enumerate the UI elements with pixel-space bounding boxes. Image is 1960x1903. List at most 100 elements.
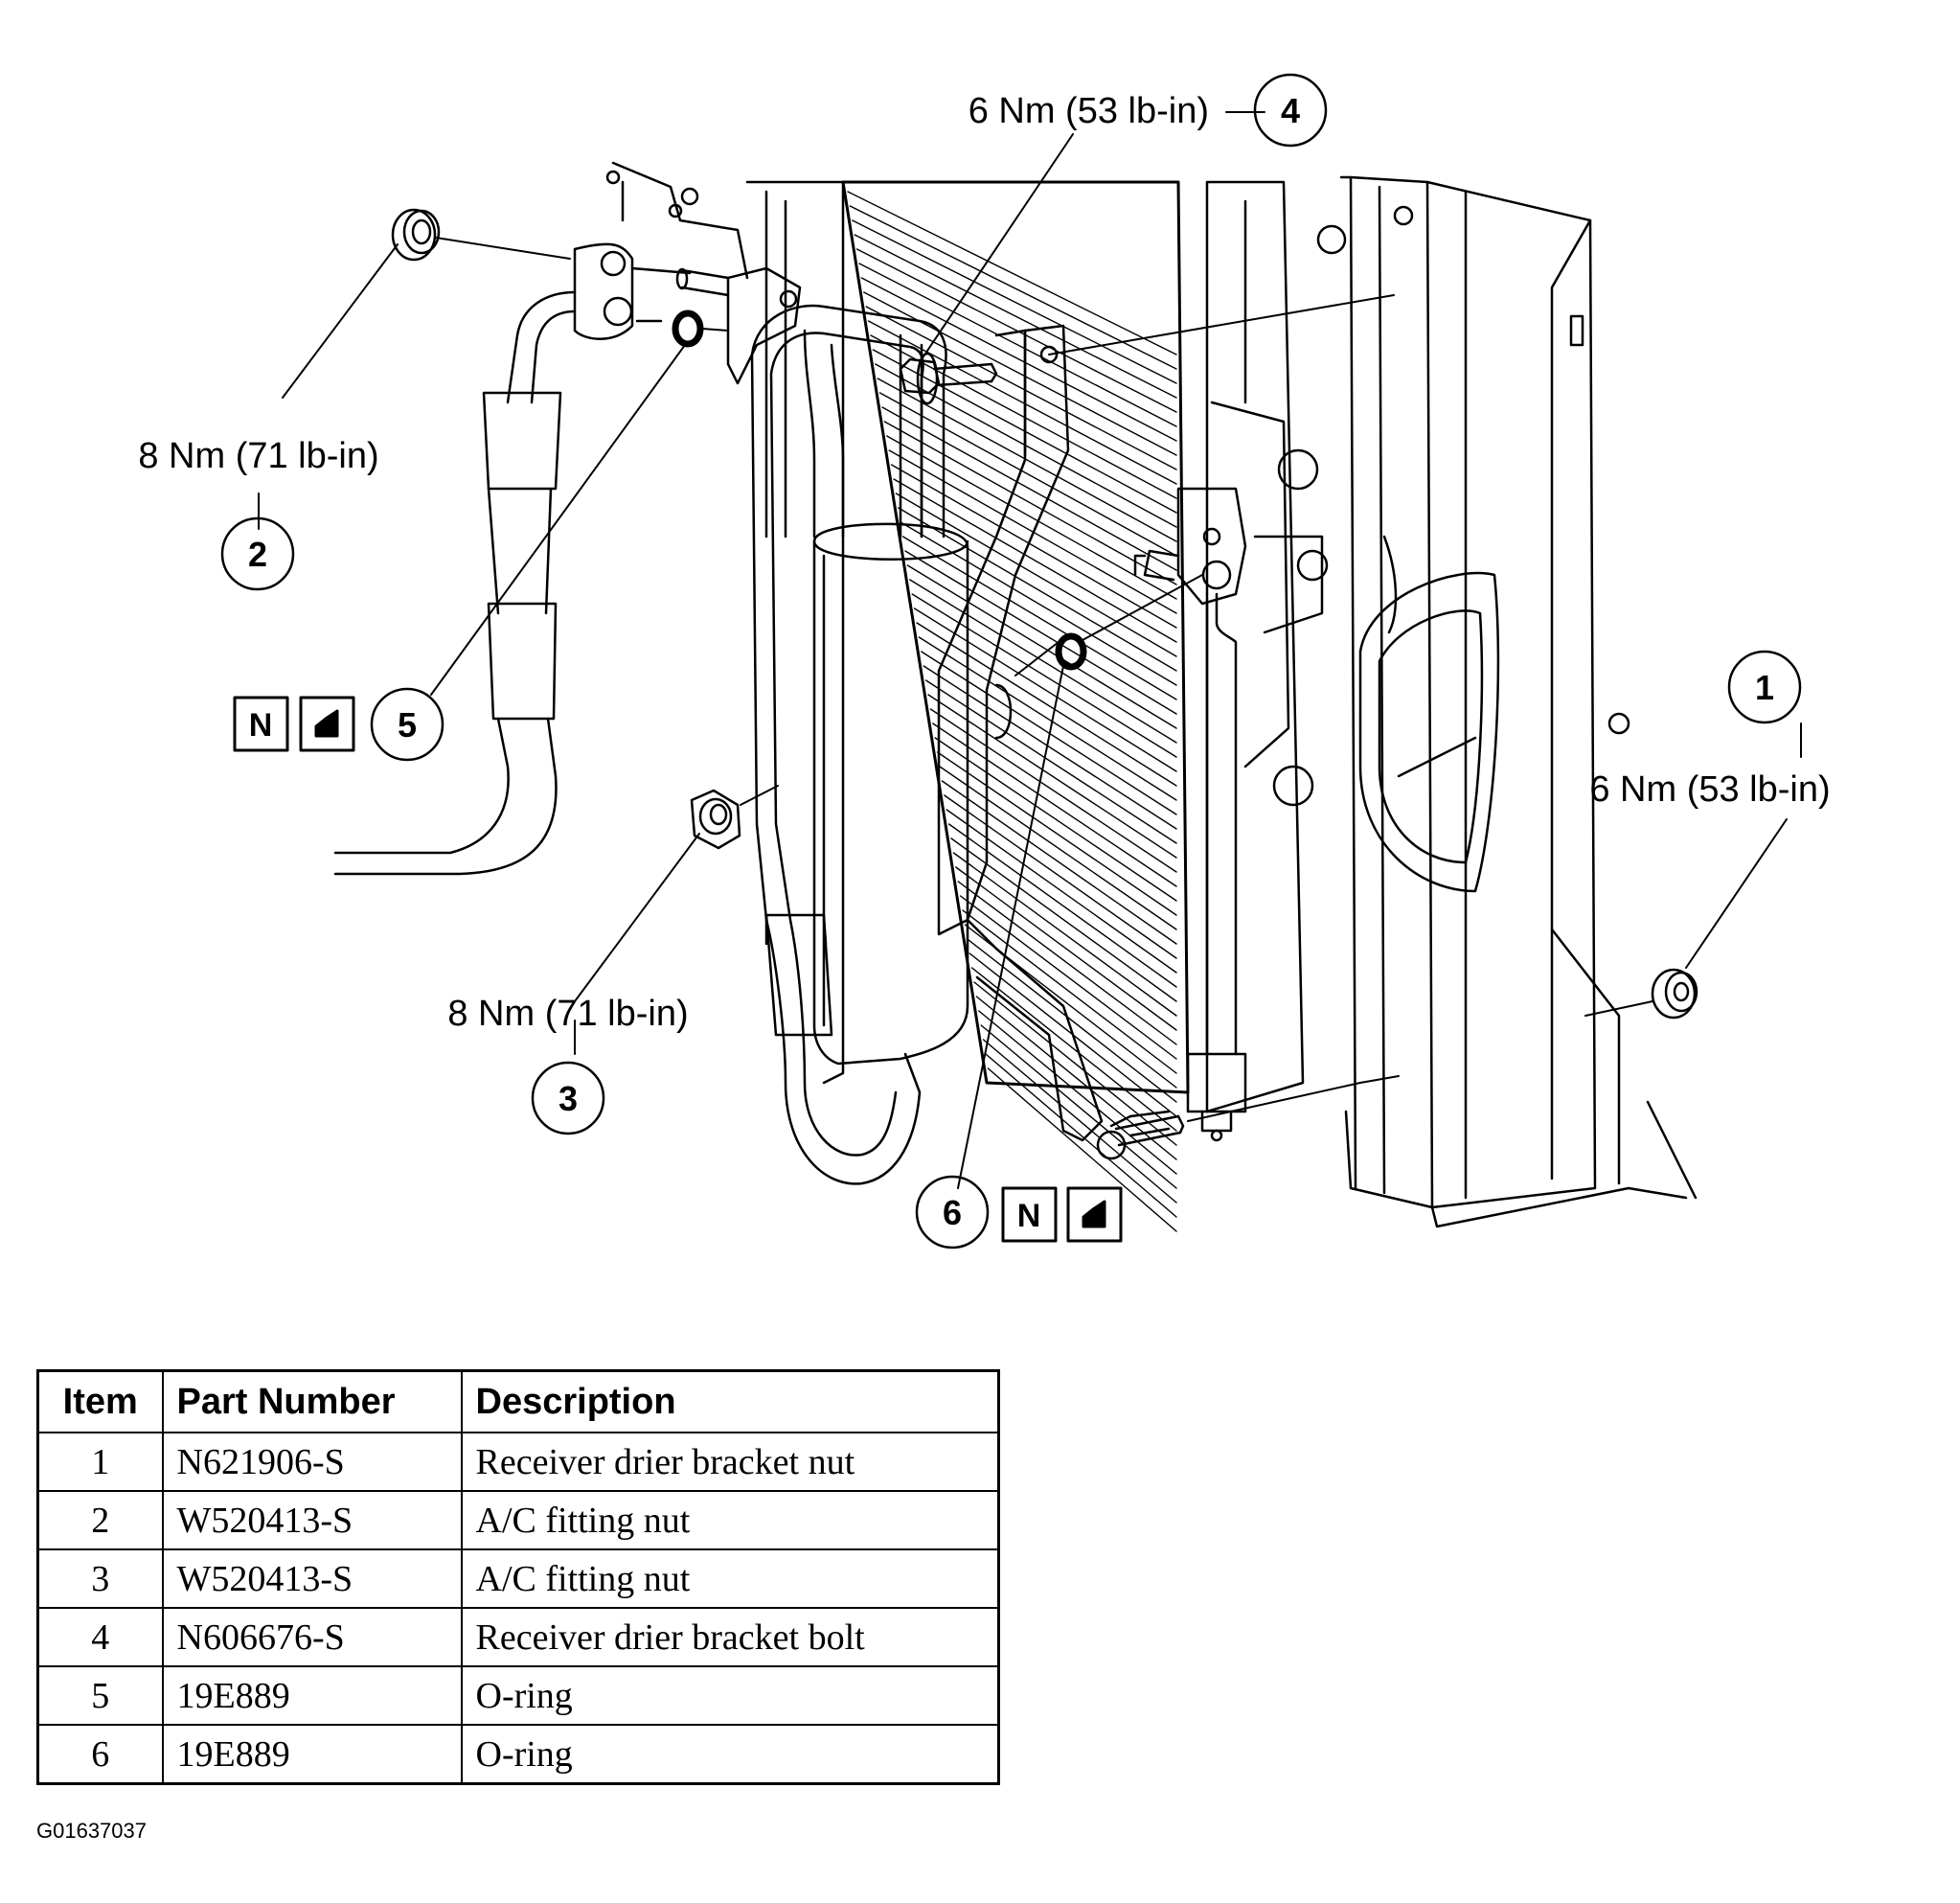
condenser-fin-line [973,981,1177,1146]
callout-circles [220,73,1802,1250]
callout-number-3: 3 [558,1079,578,1118]
condenser-fin-line [962,909,1177,1074]
condenser-fin-line [909,579,1177,744]
nut-item-2 [391,208,441,262]
callout-circle-3 [531,1061,605,1135]
condenser-fin-line [987,1067,1177,1232]
parts-table: Item Part Number Description 1 N621906-S… [36,1369,1000,1785]
cell-description: O-ring [460,1724,1000,1785]
cell-part-number: 19E889 [161,1724,463,1785]
condenser-fin-line [883,421,1177,585]
cell-description: Receiver drier bracket nut [460,1432,1000,1492]
new-part-letter-5: N [249,707,273,744]
condenser-fin-line [934,737,1177,902]
condenser-fin-line [941,780,1177,945]
table-row: 6 19E889 O-ring [36,1724,1000,1785]
drier-bracket [937,324,1127,1160]
condenser-fin-line [865,306,1177,470]
cell-description: O-ring [460,1665,1000,1726]
callout-circle-4 [1253,73,1328,148]
nut-item-3 [690,789,741,850]
condenser-fin-line [911,593,1177,758]
new-part-symbol-5 [233,696,355,752]
condenser-fin-line [952,852,1177,1017]
torque-label-3: 8 Nm (71 lb-in) [447,994,688,1034]
condenser-fin-line [855,248,1177,413]
condenser-fin-line [878,392,1177,557]
callout-number-6: 6 [943,1193,962,1232]
condenser-side-tank [680,180,845,1085]
condenser-fin-line [886,435,1177,600]
condenser-fin-line [847,191,1177,355]
leader-lines [258,111,1802,1189]
cell-item: 5 [36,1665,164,1726]
condenser-fin-line [929,708,1177,873]
torque-label-2: 8 Nm (71 lb-in) [138,436,378,476]
cell-description: A/C fitting nut [460,1490,1000,1550]
cell-part-number: N621906-S [161,1432,463,1492]
cell-part-number: W520413-S [161,1490,463,1550]
figure-code: G01637037 [36,1819,147,1843]
condenser-fin-line [881,406,1177,571]
condenser-fin-line [936,751,1177,916]
condenser-fin-line [852,219,1177,384]
torque-label-4: 6 Nm (53 lb-in) [969,91,1209,131]
bracket-lower-stud [1114,1114,1185,1147]
cell-description: A/C fitting nut [460,1548,1000,1609]
refrigerant-tubes [333,161,947,1185]
condenser-fin-line [985,1053,1177,1218]
cell-item: 4 [36,1607,164,1667]
table-row: 5 19E889 O-ring [36,1665,1000,1726]
condenser-fin-line [867,320,1177,485]
torque-labels: 6 Nm (53 lb-in) 8 Nm (71 lb-in) 8 Nm (71… [138,91,1830,1034]
condenser-fin-line [904,550,1177,715]
torque-label-1: 6 Nm (53 lb-in) [1589,769,1830,810]
header-part-number: Part Number [161,1369,463,1433]
condenser-fin-line [916,622,1177,787]
callout-circle-2 [220,516,295,591]
condenser-fin-line [858,263,1177,427]
callout-numbers: 1 2 3 4 5 6 [248,91,1774,1232]
condenser-fin-line [901,536,1177,700]
cell-item: 2 [36,1490,164,1550]
o-ring-item-5 [672,310,704,348]
condenser-fin-line [955,866,1177,1031]
header-description: Description [460,1369,1000,1433]
condenser-fin-line [854,234,1177,399]
cell-description: Receiver drier bracket bolt [460,1607,1000,1667]
new-part-letters: N N [249,707,1041,1234]
cell-item: 1 [36,1432,164,1492]
radiator-support-frame [1205,175,1698,1228]
cell-part-number: W520413-S [161,1548,463,1609]
condenser-fin-line [978,1010,1177,1175]
condenser-fin-line [944,794,1177,959]
condenser-fin-line [970,967,1177,1132]
table-row: 1 N621906-S Receiver drier bracket nut [36,1432,1000,1492]
table-header-row: Item Part Number Description [36,1369,1000,1433]
bolt-item-4 [899,352,998,405]
condenser-fin-line [923,665,1177,830]
condenser-fin-line [932,722,1177,887]
condenser-fin-line [946,809,1177,974]
cell-part-number: N606676-S [161,1607,463,1667]
cell-item: 6 [36,1724,164,1785]
condenser-fin-line [900,521,1177,686]
callout-circle-1 [1727,650,1802,724]
receiver-drier [812,522,969,1066]
callout-number-5: 5 [398,705,417,745]
condenser-fin-line [982,1039,1177,1204]
callout-number-2: 2 [248,535,267,574]
condenser-fin-line [939,766,1177,930]
condenser-fin-line [959,895,1177,1060]
new-part-symbol-6 [1001,1186,1123,1243]
new-part-letter-6: N [1017,1198,1041,1234]
condenser-fin-line [980,1024,1177,1189]
callout-circle-6 [915,1175,990,1250]
nut-item-1 [1651,968,1698,1020]
condenser-outlet-fittings [1109,487,1247,1142]
condenser-fin-line [877,378,1177,542]
condenser-fin-line [927,694,1177,859]
cell-item: 3 [36,1548,164,1609]
condenser-fin-line [957,881,1177,1045]
